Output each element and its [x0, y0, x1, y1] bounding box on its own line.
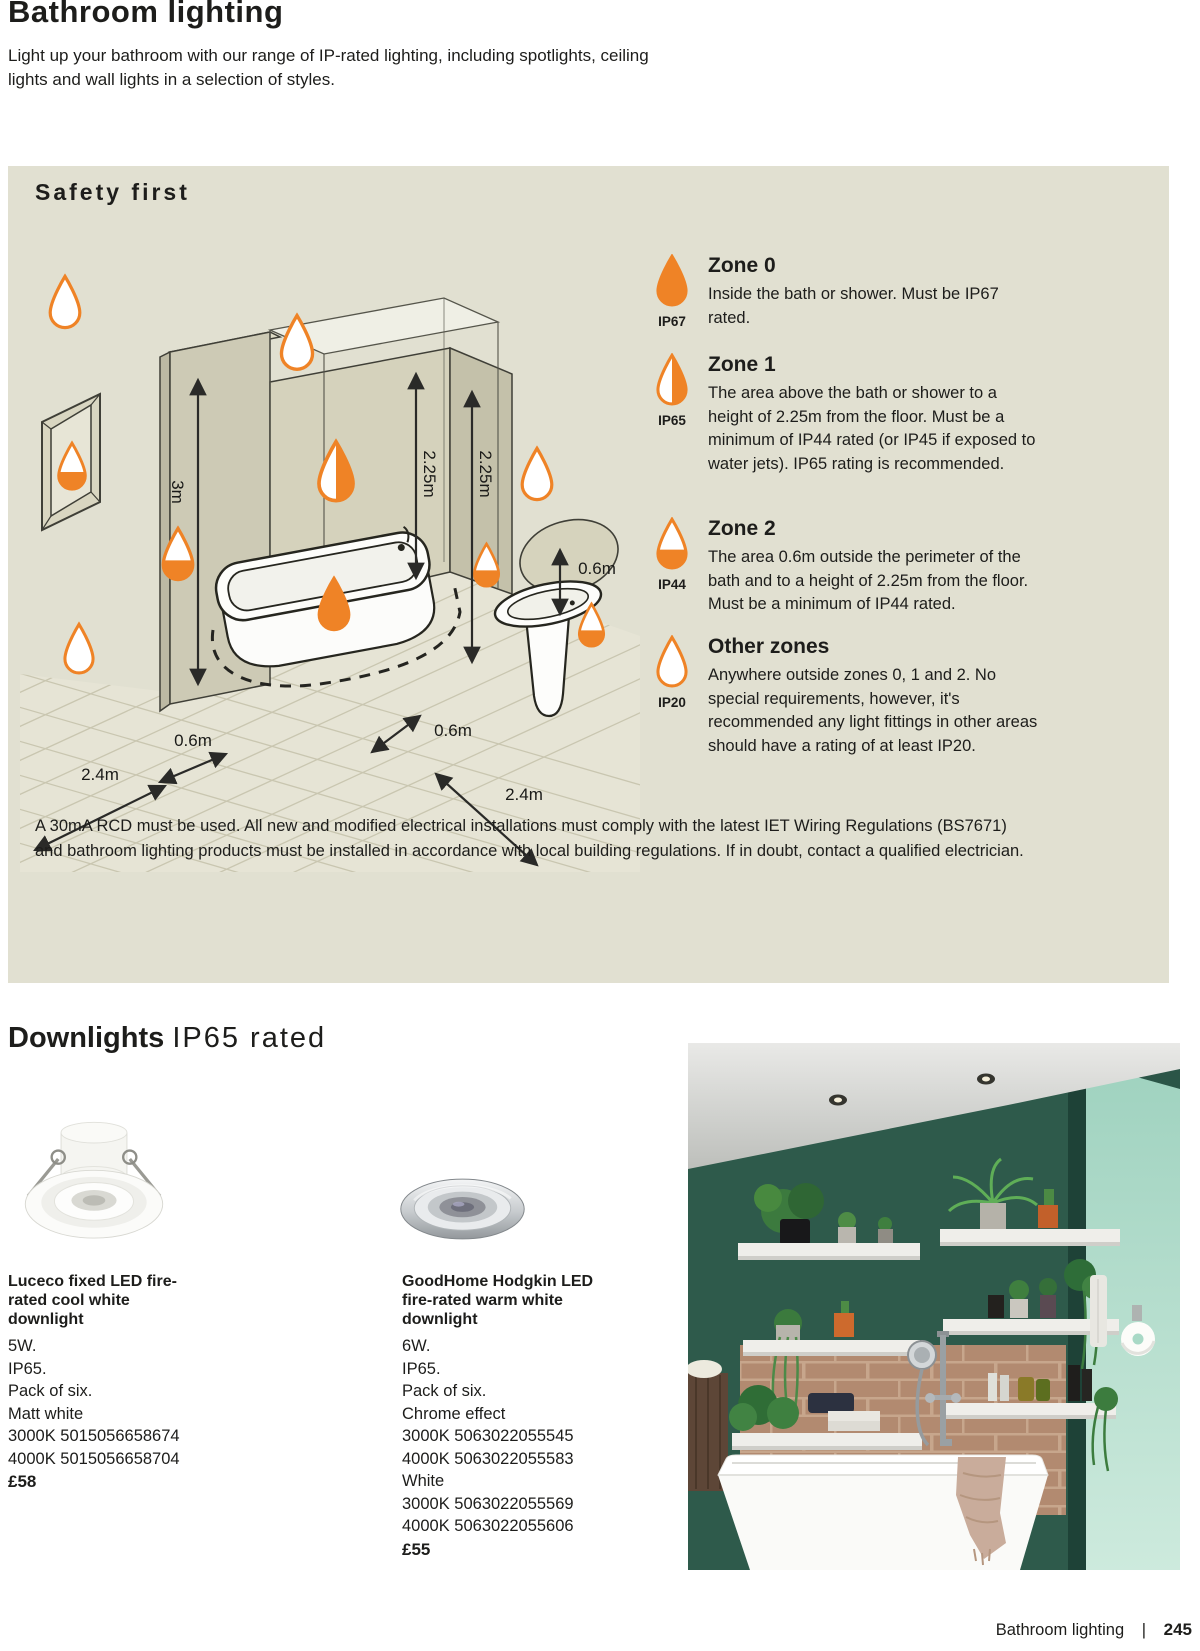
product-card-luceco: Luceco fixed LED fire-rated cool white d…	[8, 1272, 228, 1493]
product-finish: Chrome effect	[402, 1404, 506, 1423]
downlights-heading-bold: Downlights	[8, 1022, 165, 1054]
footer-section-label: Bathroom lighting	[995, 1621, 1125, 1639]
label-wall-height: 3m	[168, 480, 187, 504]
zone-icon-col: IP67	[648, 254, 696, 330]
product-code: 3000K 5063022055569	[402, 1494, 574, 1513]
zone-description: The area above the bath or shower to a h…	[708, 384, 1036, 473]
shelves-left	[729, 1183, 922, 1450]
product-name: GoodHome Hodgkin LED fire-rated warm whi…	[402, 1273, 594, 1328]
downlights-heading: Downlights IP65 rated	[8, 1022, 326, 1055]
ip-rating-label: IP67	[658, 314, 686, 329]
zone-item-2: IP44 Zone 2 The area 0.6m outside the pe…	[648, 517, 1100, 617]
safety-disclaimer: A 30mA RCD must be used. All new and mod…	[35, 817, 1024, 860]
zone-title: Zone 2	[708, 517, 776, 540]
bathroom-zones-diagram: 3m 2.25m 2.25m 0.6m 0.6m 0.6m 2.4m 2.4m	[20, 274, 640, 872]
ip-rating-label: IP65	[658, 413, 686, 428]
drop-outline-icon	[656, 635, 688, 688]
label-zone1-height-a: 2.25m	[420, 450, 439, 497]
zone-description: The area 0.6m outside the perimeter of t…	[708, 548, 1029, 613]
drop-full-icon	[656, 254, 688, 307]
zone-item-0: IP67 Zone 0 Inside the bath or shower. M…	[648, 254, 1100, 330]
shelves-right	[940, 1157, 1120, 1472]
zone-item-3: IP20 Other zones Anywhere outside zones …	[648, 635, 1100, 758]
ip-rating-label: IP44	[658, 577, 686, 592]
drop-outline-icon	[48, 274, 82, 330]
measurement-labels: 3m 2.25m 2.25m 0.6m 0.6m 0.6m 2.4m 2.4m	[81, 450, 616, 804]
page-title: Bathroom lighting	[8, 0, 284, 29]
product-finish: White	[402, 1472, 445, 1490]
safety-heading: Safety first	[35, 179, 190, 205]
product-code: 3000K 5063022055545	[402, 1427, 574, 1445]
page-footer: Bathroom lighting | 245	[700, 1620, 1192, 1640]
label-depth-left: 2.4m	[81, 765, 119, 784]
bathroom-photo	[688, 1043, 1180, 1570]
product-spec: 5W.	[8, 1337, 37, 1355]
product-name: Luceco fixed LED fire-rated cool white d…	[8, 1273, 177, 1328]
pedestal-sink	[493, 518, 619, 718]
product-code: 4000K 5063022055583	[402, 1449, 574, 1468]
product-code: 4000K 5015056658704	[8, 1449, 180, 1468]
product-spec: IP65.	[402, 1359, 441, 1378]
footer-separator: |	[1141, 1621, 1147, 1639]
product-spec: IP65.	[8, 1359, 47, 1378]
footer-page-number: 245	[1163, 1620, 1192, 1639]
product-price: £55	[402, 1539, 431, 1559]
zone-title: Other zones	[708, 635, 830, 658]
zone-icon-col: IP65	[648, 353, 696, 476]
zone-description: Inside the bath or shower. Must be IP67 …	[708, 285, 999, 327]
intro-text: Light up your bathroom with our range of…	[8, 46, 649, 89]
zone-item-1: IP65 Zone 1 The area above the bath or s…	[648, 353, 1100, 476]
zone-title: Zone 0	[708, 254, 776, 277]
drop-outline-icon	[520, 446, 554, 502]
downlights-heading-light: IP65 rated	[172, 1022, 327, 1054]
product-code: 3000K 5015056658674	[8, 1427, 180, 1445]
label-zone2-left: 0.6m	[174, 731, 212, 750]
product-spec: 6W.	[402, 1337, 431, 1355]
zone2-boundary-dashed	[210, 583, 462, 688]
measurement-arrows	[33, 371, 569, 867]
product-finish: Matt white	[8, 1404, 84, 1423]
product-image-goodhome-downlight	[400, 1178, 525, 1240]
product-code: 4000K 5063022055606	[402, 1517, 574, 1535]
bath-mixer-tap	[907, 1331, 961, 1447]
drop-outline-icon	[63, 622, 95, 675]
product-card-goodhome: GoodHome Hodgkin LED fire-rated warm whi…	[402, 1272, 642, 1561]
product-price: £58	[8, 1472, 37, 1491]
zone-title: Zone 1	[708, 353, 776, 376]
drop-half-vertical-icon	[656, 353, 688, 406]
ip-rating-label: IP20	[658, 695, 686, 710]
label-depth-right: 2.4m	[505, 785, 543, 804]
label-zone2-center: 0.6m	[434, 721, 472, 740]
zone-icon-col: IP44	[648, 517, 696, 617]
drop-half-bottom-icon	[656, 517, 688, 570]
product-spec: Pack of six.	[8, 1382, 93, 1400]
product-spec: Pack of six.	[402, 1382, 487, 1400]
label-zone2-sink: 0.6m	[578, 559, 616, 578]
safety-panel: Safety first	[8, 166, 1169, 983]
label-zone1-height-b: 2.25m	[476, 450, 495, 497]
zone-description: Anywhere outside zones 0, 1 and 2. No sp…	[708, 666, 1038, 755]
product-image-luceco-downlight	[24, 1121, 164, 1239]
zone-icon-col: IP20	[648, 635, 696, 758]
